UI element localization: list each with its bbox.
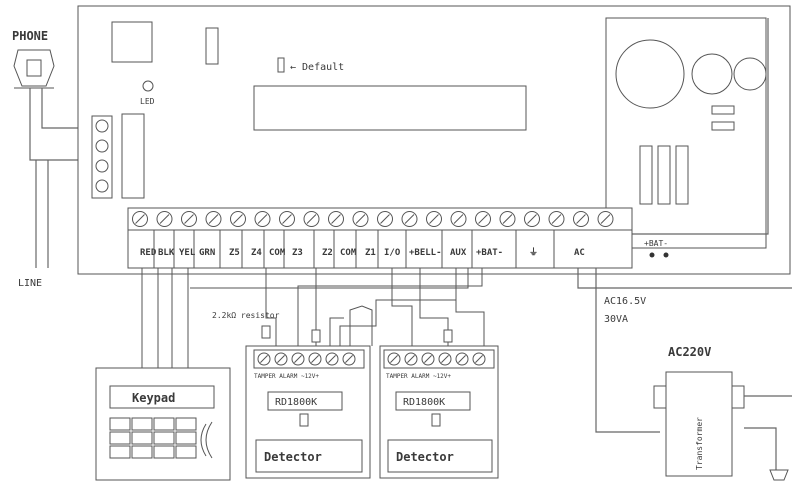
resistor-3 (443, 329, 453, 343)
terminal-label-13: +BELL- (409, 248, 442, 258)
chip (253, 85, 527, 131)
detector-2-model: RD1800K (403, 397, 445, 408)
detector-2-terminal-label: TAMPER ALARM ~12V+ (386, 373, 451, 380)
terminal-label-5: Z5 (229, 248, 240, 258)
default-label: ← Default (290, 62, 344, 73)
keypad-key (153, 431, 175, 445)
default-jumper-icon (277, 57, 285, 73)
terminal-label-2: BLK (158, 248, 175, 258)
detector-1-model: RD1800K (275, 397, 317, 408)
phone-label: PHONE (12, 29, 48, 43)
detector-1-terminal-label: TAMPER ALARM ~12V+ (254, 373, 319, 380)
keypad: Keypad (95, 367, 231, 481)
ac-output-va-label: 30VA (604, 314, 628, 325)
keypad-key (131, 417, 153, 431)
terminal-label-15: +BAT- (476, 248, 503, 258)
keypad-key (109, 445, 131, 459)
resistor-label: 2.2kΩ resistor (212, 311, 280, 320)
terminal-label-11: Z1 (365, 248, 376, 258)
terminal-screws (132, 211, 614, 227)
keypad-key (175, 417, 197, 431)
terminal-label-9: Z2 (322, 248, 333, 258)
led-icon (142, 80, 154, 92)
keypad-label: Keypad (132, 391, 175, 405)
keypad-key (131, 445, 153, 459)
terminal-label-7: COM (269, 248, 286, 258)
keypad-key (109, 417, 131, 431)
terminal-label-17: AC (574, 248, 585, 258)
capacitor-large-icon (615, 39, 685, 109)
power-section: AC16.5V 30VA AC220V Transformer (577, 268, 792, 481)
terminal-label-3: YEL (179, 248, 196, 258)
detector-1-name: Detector (264, 450, 322, 464)
keypad-bracket-icon (200, 423, 207, 457)
phone-section: PHONE LINE (12, 29, 78, 289)
terminal-label-6: Z4 (251, 248, 262, 258)
keypad-key (131, 431, 153, 445)
resistor-1 (261, 325, 271, 339)
terminal-label-16: ⏚ (529, 247, 538, 258)
terminal-label-4: GRN (199, 248, 215, 258)
terminal-label-10: COM (340, 248, 357, 258)
detector-2-name: Detector (396, 450, 454, 464)
detector-1: TAMPER ALARM ~12V+ RD1800K Detector (245, 345, 371, 479)
header-connector (205, 27, 219, 65)
transformer (665, 371, 733, 477)
keypad-key (153, 417, 175, 431)
ac-output-label: AC16.5V (604, 296, 646, 307)
keypad-key (109, 431, 131, 445)
resistor-2 (311, 329, 321, 343)
keypad-keys (109, 417, 197, 459)
phone-icon (13, 49, 55, 89)
terminal-label-8: Z3 (292, 248, 303, 258)
terminal-label-14: AUX (450, 248, 467, 258)
ac-input-label: AC220V (668, 345, 711, 359)
plug-icon (769, 469, 789, 481)
terminal-label-1: RED (140, 248, 157, 258)
transformer-label: Transformer (695, 417, 704, 470)
keypad-key (175, 431, 197, 445)
wiring: 2.2kΩ resistor (141, 268, 485, 368)
led-label: LED (140, 97, 155, 106)
keypad-key (153, 445, 175, 459)
terminal-label-12: I/O (384, 248, 401, 258)
keypad-key (175, 445, 197, 459)
detector-2: TAMPER ALARM ~12V+ RD1800K Detector (379, 345, 499, 479)
line-label: LINE (18, 278, 42, 289)
bat-label: +BAT- (644, 239, 668, 248)
